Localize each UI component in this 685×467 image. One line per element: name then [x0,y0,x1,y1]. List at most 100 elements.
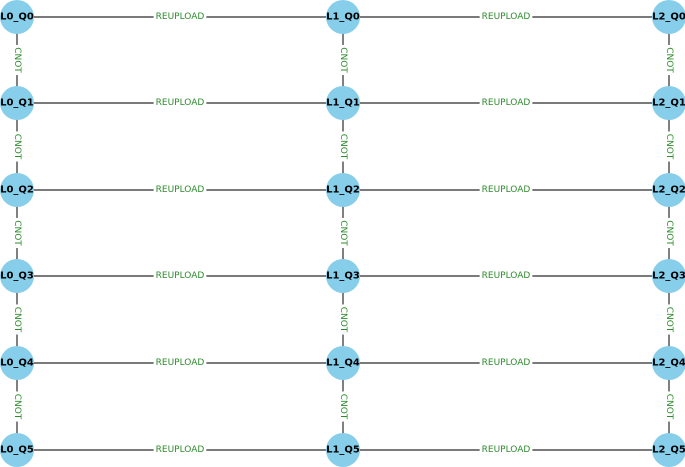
edge-label-reupload: REUPLOAD [156,185,205,195]
node-label: L2_Q5 [652,445,685,456]
edge-label-background [11,44,23,76]
edge-label-background [337,304,349,335]
edge-label-cnot: CNOT [338,47,348,73]
edge-label-cnot: CNOT [664,134,674,160]
node-l2-q4: L2_Q4 [652,346,685,380]
node-label: L0_Q2 [0,185,34,196]
edge-label-reupload: REUPLOAD [156,98,205,108]
edge-label-reupload: REUPLOAD [156,271,205,281]
edge-label-background [479,11,533,23]
node-label: L1_Q1 [326,98,360,109]
node-circle [326,346,360,380]
edge-label-background [337,131,349,162]
node-circle [652,346,685,380]
edge-label-reupload: REUPLOAD [482,185,531,195]
edge-label-cnot: CNOT [12,134,22,160]
node-l0-q4: L0_Q4 [0,346,34,380]
edge-label-reupload: REUPLOAD [482,12,531,22]
node-circle [0,0,34,34]
edge-label-cnot: CNOT [338,394,348,420]
edge-label-background [663,304,675,335]
edge-label-background [11,217,23,249]
edge-label-background [337,217,349,249]
node-l2-q5: L2_Q5 [652,433,685,467]
node-circle [0,259,34,293]
node-l2-q0: L2_Q0 [652,0,685,34]
edge-label-background [479,97,533,109]
node-label: L1_Q5 [326,445,360,456]
edge-label-background [663,217,675,249]
node-circle [326,173,360,207]
node-circle [326,86,360,120]
node-l2-q2: L2_Q2 [652,173,685,207]
node-label: L0_Q5 [0,445,34,456]
node-label: L0_Q3 [0,271,34,282]
node-label: L0_Q1 [0,98,34,109]
node-label: L1_Q3 [326,271,360,282]
node-l1-q3: L1_Q3 [326,259,360,293]
edge-label-reupload: REUPLOAD [482,98,531,108]
edge-label-background [153,357,207,369]
edge-label-background [337,44,349,76]
edge-label-cnot: CNOT [12,394,22,420]
edge-label-background [153,184,207,196]
edge-label-background [153,270,207,282]
node-label: L2_Q4 [652,358,685,369]
edge-label-cnot: CNOT [338,134,348,160]
node-circle [0,173,34,207]
node-label: L0_Q0 [0,12,34,23]
edge-label-cnot: CNOT [12,220,22,246]
edge-label-cnot: CNOT [12,47,22,73]
edge-labels-layer: REUPLOAD REUPLOAD REUPLOAD REUPLOAD REUPLOAD… [11,11,675,456]
node-circle [652,86,685,120]
edge-label-background [479,184,533,196]
node-circle [652,259,685,293]
node-circle [652,173,685,207]
edge-label-background [663,131,675,162]
node-circle [326,0,360,34]
edge-label-background [663,44,675,76]
edge-label-reupload: REUPLOAD [482,445,531,455]
edge-label-background [337,391,349,422]
node-l0-q0: L0_Q0 [0,0,34,34]
edge-label-background [479,270,533,282]
edge-label-reupload: REUPLOAD [482,358,531,368]
node-label: L0_Q4 [0,358,34,369]
node-circle [652,433,685,467]
node-label: L2_Q3 [652,271,685,282]
edge-label-background [479,357,533,369]
edge-label-reupload: REUPLOAD [156,445,205,455]
node-l2-q3: L2_Q3 [652,259,685,293]
edge-label-background [11,304,23,335]
node-l1-q4: L1_Q4 [326,346,360,380]
edge-label-cnot: CNOT [664,47,674,73]
node-circle [326,259,360,293]
edge-label-cnot: CNOT [664,220,674,246]
edge-label-cnot: CNOT [664,307,674,333]
node-circle [0,86,34,120]
edge-label-reupload: REUPLOAD [156,12,205,22]
node-l0-q1: L0_Q1 [0,86,34,120]
node-label: L1_Q4 [326,358,360,369]
edge-label-background [153,444,207,456]
edge-label-cnot: CNOT [338,307,348,333]
node-label: L2_Q0 [652,12,685,23]
edge-label-cnot: CNOT [338,220,348,246]
node-label: L2_Q1 [652,98,685,109]
node-label: L1_Q2 [326,185,360,196]
node-l2-q1: L2_Q1 [652,86,685,120]
edge-label-background [479,444,533,456]
node-circle [0,433,34,467]
node-circle [0,346,34,380]
edge-label-reupload: REUPLOAD [156,358,205,368]
node-l1-q5: L1_Q5 [326,433,360,467]
edge-label-background [11,131,23,162]
edge-label-background [153,11,207,23]
edge-label-background [153,97,207,109]
edge-label-reupload: REUPLOAD [482,271,531,281]
edge-label-background [11,391,23,422]
edge-label-background [663,391,675,422]
node-l0-q3: L0_Q3 [0,259,34,293]
node-circle [652,0,685,34]
